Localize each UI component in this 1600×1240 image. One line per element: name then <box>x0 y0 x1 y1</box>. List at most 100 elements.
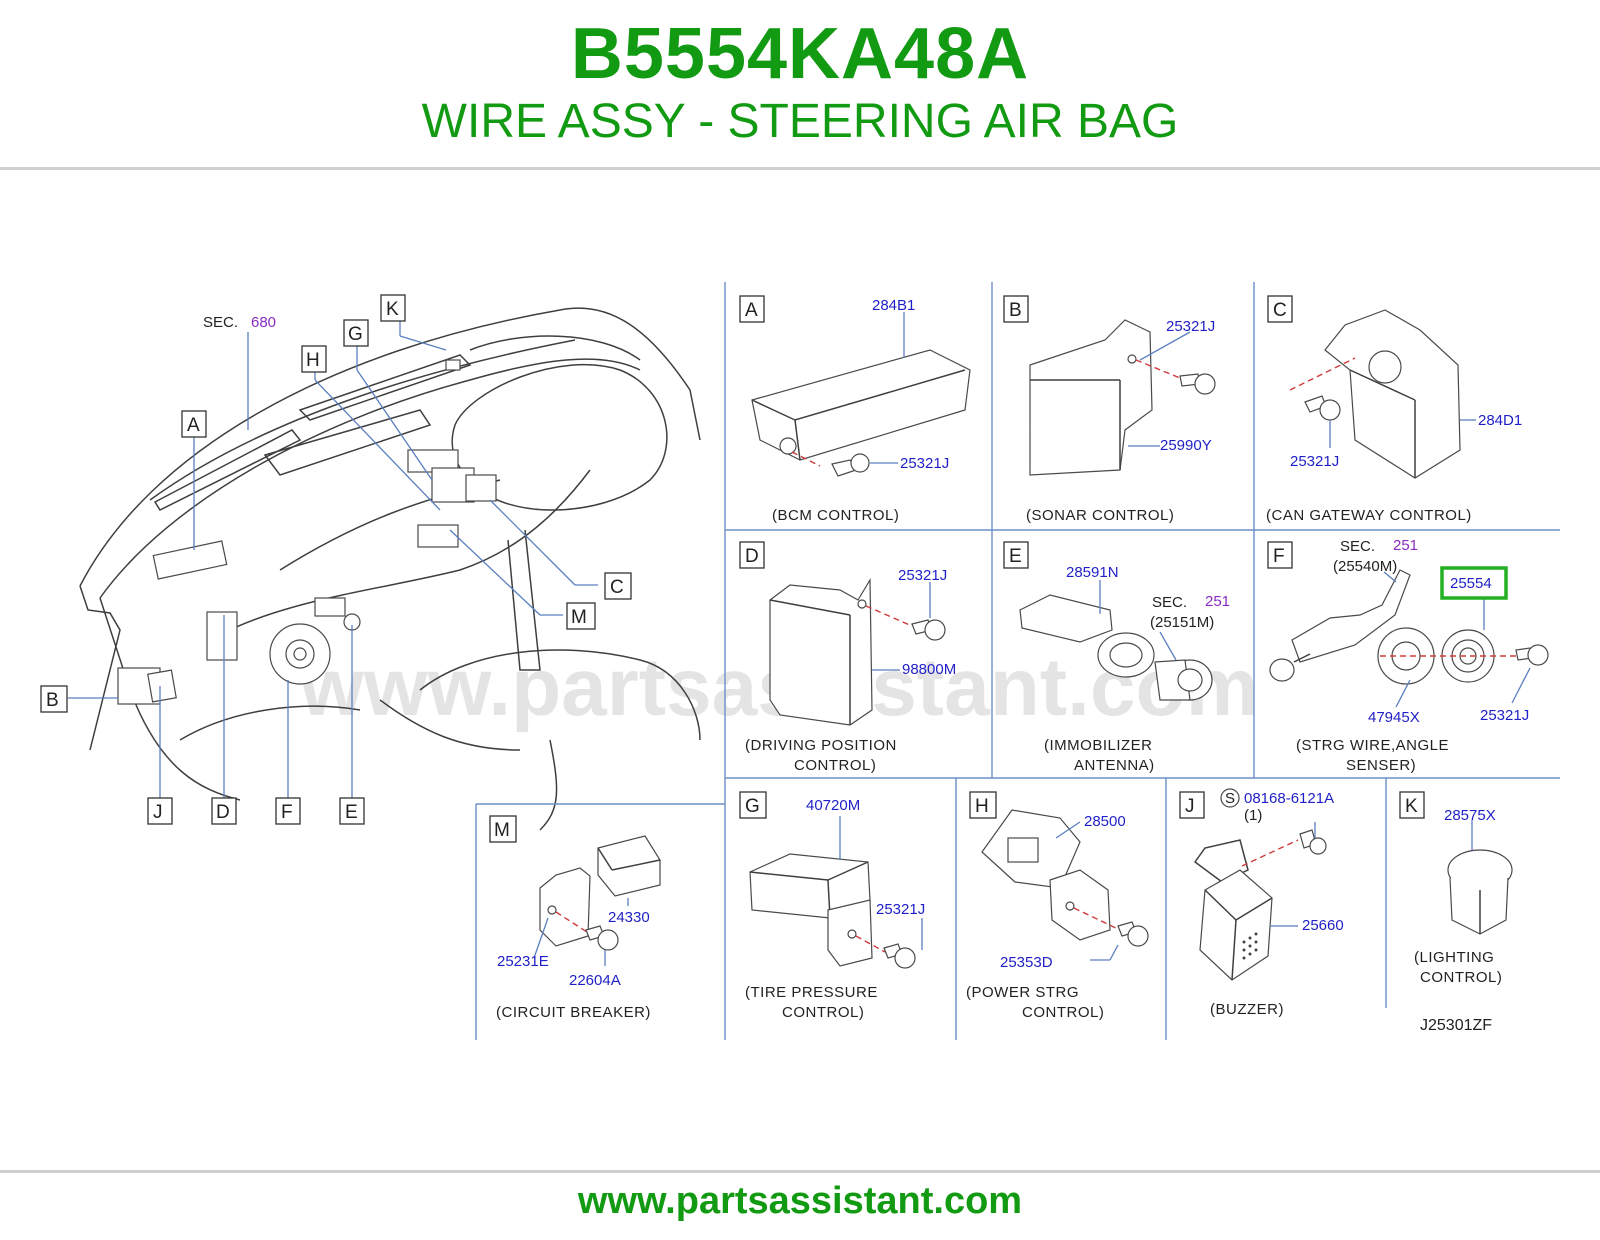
overview-callout-b[interactable]: B <box>40 685 68 713</box>
panel-j-letter: J <box>1179 791 1205 819</box>
panel-k-letter: K <box>1399 791 1425 819</box>
driving-position-module-drawing <box>769 577 873 726</box>
part-label-25321j-a[interactable]: 25321J <box>900 455 949 472</box>
overview-callout-g[interactable]: G <box>343 319 369 347</box>
panel-b-letter: B <box>1003 295 1029 323</box>
part-label-25554-highlighted[interactable]: 25554 <box>1450 575 1492 592</box>
overview-callout-a[interactable]: A <box>181 410 207 438</box>
panel-m-circuit-breaker: M 24330 25231E 22604A (CIRCUIT BREAKER) <box>489 815 661 1021</box>
panel-m-letter: M <box>489 815 517 843</box>
panel-e-caption-line-2: ANTENNA) <box>1074 757 1155 774</box>
immobilizer-bracket-drawing <box>1019 594 1113 643</box>
panel-d-caption-line-1: (DRIVING POSITION <box>745 737 897 754</box>
panel-c-can-gateway-control: C 284D1 25321J (CAN GATEWAY CONTROL) <box>1266 295 1522 524</box>
overview-callout-d[interactable]: D <box>211 797 237 825</box>
panel-c-letter: C <box>1267 295 1293 323</box>
combination-switch-drawing <box>1291 569 1411 663</box>
panel-d-driving-position-control: D 25321J 98800M (DRIVING POSITION CONTRO… <box>739 541 956 774</box>
part-label-25321j-b[interactable]: 25321J <box>1166 318 1215 335</box>
overview-callout-k[interactable]: K <box>380 294 406 322</box>
part-label-25321j-f[interactable]: 25321J <box>1480 707 1529 724</box>
panel-f-letter: F <box>1267 541 1293 569</box>
svg-text:C: C <box>610 577 624 598</box>
part-label-47945x[interactable]: 47945X <box>1368 709 1420 726</box>
svg-text:M: M <box>494 820 510 841</box>
panel-e-immobilizer-antenna: E 28591N SEC. 251 (25151M) (IMMOBILIZER … <box>1003 541 1230 774</box>
sonar-module-drawing <box>1029 319 1153 476</box>
part-label-25321j-d[interactable]: 25321J <box>898 567 947 584</box>
svg-text:F: F <box>1273 546 1285 567</box>
svg-text:E: E <box>1009 546 1022 567</box>
panel-h-caption-line-1: (POWER STRG <box>966 984 1079 1001</box>
part-label-25231e[interactable]: 25231E <box>497 953 549 970</box>
svg-text:E: E <box>345 802 358 823</box>
overview-callout-j[interactable]: J <box>147 797 173 825</box>
overview-sec-number[interactable]: 680 <box>251 314 276 331</box>
part-quantity-label: (1) <box>1244 807 1262 824</box>
target-part-highlight-box <box>1440 566 1508 600</box>
part-label-28591n[interactable]: 28591N <box>1066 564 1119 581</box>
panel-h-caption-line-2: CONTROL) <box>1022 1004 1104 1021</box>
panel-a-letter: A <box>739 295 765 323</box>
part-label-284b1[interactable]: 284B1 <box>872 297 915 314</box>
svg-text:B: B <box>46 690 59 711</box>
panel-j-caption: (BUZZER) <box>1210 1001 1284 1018</box>
panel-f-strg-wire-angle-senser: F SEC. 251 (25540M) 25554 47945X 25321J … <box>1267 537 1549 774</box>
panel-e-sec-number[interactable]: 251 <box>1205 593 1230 610</box>
part-label-98800m[interactable]: 98800M <box>902 661 956 678</box>
svg-text:G: G <box>348 324 363 345</box>
panel-e-sec-ref: (25151M) <box>1150 614 1214 631</box>
part-label-24330[interactable]: 24330 <box>608 909 650 926</box>
svg-text:F: F <box>281 802 293 823</box>
buzzer-bracket-drawing <box>1193 839 1249 883</box>
panel-c-caption: (CAN GATEWAY CONTROL) <box>1266 507 1472 524</box>
panel-h-power-strg-control: H 28500 25353D (POWER STRG CONTROL) <box>966 791 1149 1021</box>
panel-m-caption: (CIRCUIT BREAKER) <box>496 1004 651 1021</box>
panel-g-caption-line-1: (TIRE PRESSURE <box>745 984 878 1001</box>
panel-f-caption-line-1: (STRG WIRE,ANGLE <box>1296 737 1449 754</box>
part-label-40720m[interactable]: 40720M <box>806 797 860 814</box>
diagram-code: J25301ZF <box>1420 1017 1492 1034</box>
part-label-08168-6121a[interactable]: 08168-6121A <box>1244 790 1334 807</box>
part-label-25321j-c[interactable]: 25321J <box>1290 453 1339 470</box>
panel-b-caption: (SONAR CONTROL) <box>1026 507 1174 524</box>
overview-callout-c[interactable]: C <box>604 572 632 600</box>
panel-f-sec-label: SEC. <box>1340 538 1375 555</box>
overview-callout-h[interactable]: H <box>301 345 327 373</box>
panel-h-letter: H <box>969 791 997 819</box>
panel-f-sec-number[interactable]: 251 <box>1393 537 1418 554</box>
svg-text:B: B <box>1009 300 1022 321</box>
part-label-28575x[interactable]: 28575X <box>1444 807 1496 824</box>
panel-grid-lines <box>475 282 1560 1040</box>
can-gateway-module-drawing <box>1324 309 1461 479</box>
overview-callout-f[interactable]: F <box>275 797 301 825</box>
panel-g-caption-line-2: CONTROL) <box>782 1004 864 1021</box>
part-label-25990y[interactable]: 25990Y <box>1160 437 1212 454</box>
overview-callout-e[interactable]: E <box>339 797 365 825</box>
svg-text:K: K <box>386 299 399 320</box>
part-label-25353d[interactable]: 25353D <box>1000 954 1053 971</box>
parts-diagram: www.partsassistant.com <box>40 282 1560 1040</box>
panel-g-letter: G <box>739 791 767 819</box>
svg-text:C: C <box>1273 300 1287 321</box>
svg-text:M: M <box>571 607 587 628</box>
part-label-25660[interactable]: 25660 <box>1302 917 1344 934</box>
part-name-subtitle: WIRE ASSY - STEERING AIR BAG <box>421 95 1179 148</box>
overview-callout-lines <box>68 320 598 798</box>
panel-e-sec-label: SEC. <box>1152 594 1187 611</box>
part-label-25321j-g[interactable]: 25321J <box>876 901 925 918</box>
panel-j-s-mark: S <box>1220 788 1240 808</box>
panel-k-caption-line-2: CONTROL) <box>1420 969 1502 986</box>
part-label-22604a[interactable]: 22604A <box>569 972 621 989</box>
part-label-284d1[interactable]: 284D1 <box>1478 412 1522 429</box>
panel-d-caption-line-2: CONTROL) <box>794 757 876 774</box>
footer-website-link[interactable]: www.partsassistant.com <box>577 1180 1023 1222</box>
overview-callout-m[interactable]: M <box>566 602 596 630</box>
panel-f-sec-ref: (25540M) <box>1333 558 1397 575</box>
part-label-28500[interactable]: 28500 <box>1084 813 1126 830</box>
header-divider <box>0 167 1600 170</box>
svg-text:J: J <box>153 802 163 823</box>
panel-g-tire-pressure-control: G 40720M 25321J (TIRE PRESSURE CONTROL) <box>739 791 925 1021</box>
panel-e-letter: E <box>1003 541 1029 569</box>
svg-text:K: K <box>1405 796 1418 817</box>
